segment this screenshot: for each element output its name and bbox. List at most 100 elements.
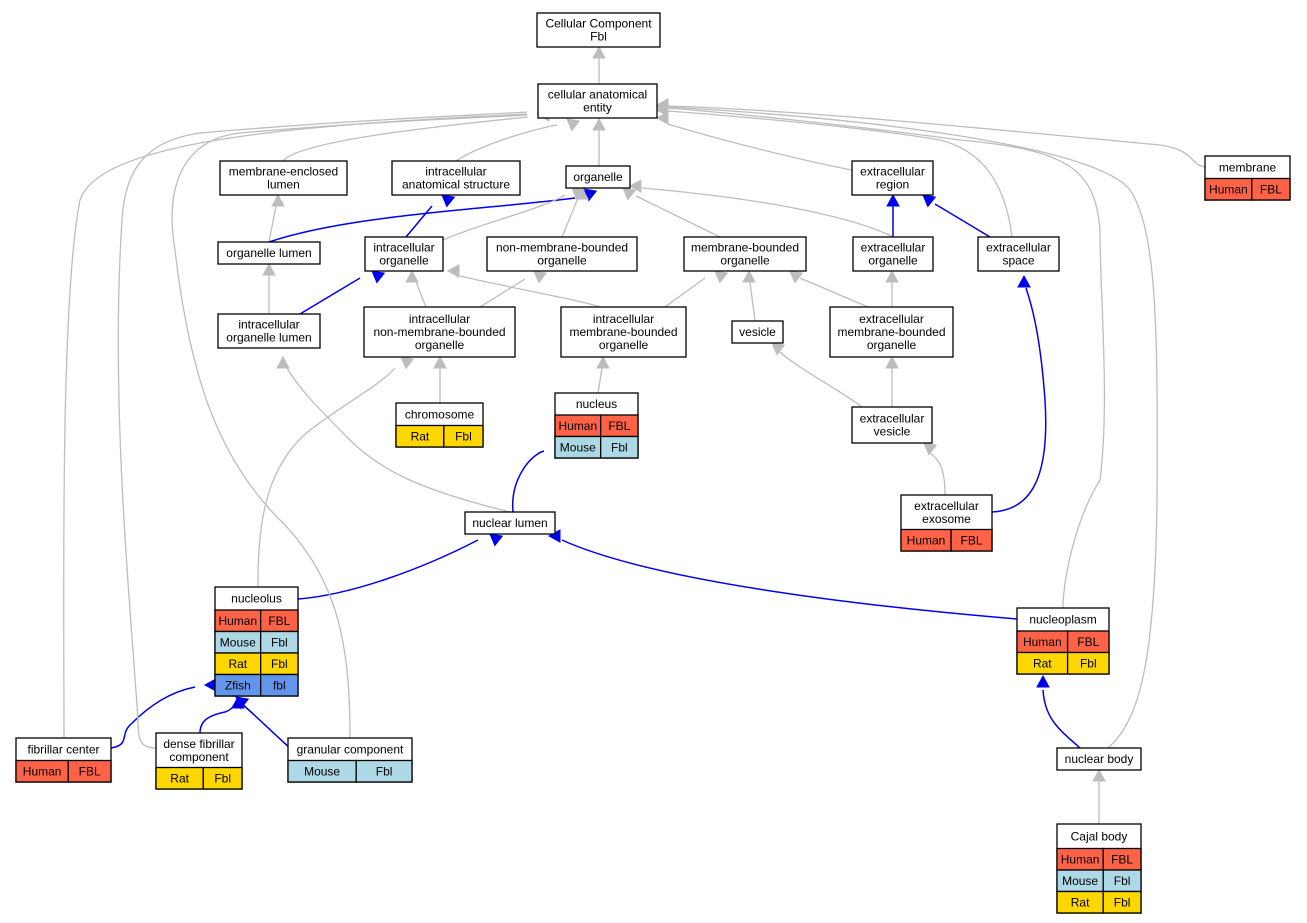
edge-line [561, 197, 579, 238]
edge-arrowhead [885, 269, 899, 283]
edge-line [667, 107, 1106, 609]
node-label: membrane [1219, 160, 1277, 174]
node-label: extracellular [914, 499, 979, 513]
edge-line [171, 114, 528, 739]
node-label: intracellular [238, 318, 299, 332]
edge-arrowhead [789, 270, 804, 284]
node-label: membrane-bounded [837, 325, 945, 339]
is-a-edge [262, 262, 276, 314]
node-box [536, 12, 661, 48]
is-a-edge [561, 186, 589, 238]
species-label: Rat [228, 657, 247, 671]
node-label: vesicle [739, 325, 776, 339]
species-label: Rat [411, 430, 430, 444]
node-nuclumen[interactable]: nuclear lumen [464, 511, 556, 535]
node-label: granular component [297, 742, 404, 756]
node-box [217, 241, 321, 265]
node-label: organelle [537, 254, 587, 268]
gene-label: fbl [273, 679, 286, 693]
edge-line [1042, 689, 1081, 749]
edge-line [799, 277, 869, 308]
node-orglumen[interactable]: organelle lumen [217, 241, 321, 265]
is-a-edge [1092, 768, 1106, 824]
node-nucbody[interactable]: nuclear body [1056, 747, 1142, 771]
edge-line [415, 281, 427, 308]
node-organelle[interactable]: organelle [565, 165, 631, 189]
gene-cell [202, 766, 243, 790]
gene-label: FBL [608, 419, 630, 433]
edge-arrowhead [714, 270, 729, 284]
edges-layer [63, 45, 1206, 824]
edge-arrowhead [566, 118, 581, 132]
gene-label: Fbl [376, 765, 393, 779]
edge-line [199, 703, 236, 734]
edge-line [241, 703, 291, 749]
edge-line [667, 106, 1158, 749]
edge-line [297, 539, 479, 600]
gene-label: Fbl [214, 772, 231, 786]
is-a-edge [268, 193, 285, 243]
species-label: Rat [1071, 896, 1090, 910]
node-vesicle[interactable]: vesicle [731, 320, 784, 344]
node-box [219, 160, 348, 196]
edge-line [268, 197, 576, 243]
edge-line [257, 367, 396, 588]
edge-arrowhead [583, 188, 598, 202]
node-box [851, 160, 934, 196]
edge-arrowhead [400, 356, 415, 370]
edge-arrowhead [1036, 674, 1050, 688]
node-box [560, 306, 687, 358]
edge-line [597, 367, 603, 394]
species-label: Mouse [1062, 874, 1098, 888]
species-label: Mouse [220, 636, 256, 650]
node-label: vesicle [874, 425, 911, 439]
node-inmbo[interactable]: intracellularnon-membrane-boundedorganel… [363, 306, 516, 358]
node-label: intracellular [373, 241, 434, 255]
species-label: Human [1209, 183, 1248, 197]
is-a-edge [655, 98, 1206, 168]
node-box [565, 165, 631, 189]
edge-arrowhead [533, 270, 548, 284]
